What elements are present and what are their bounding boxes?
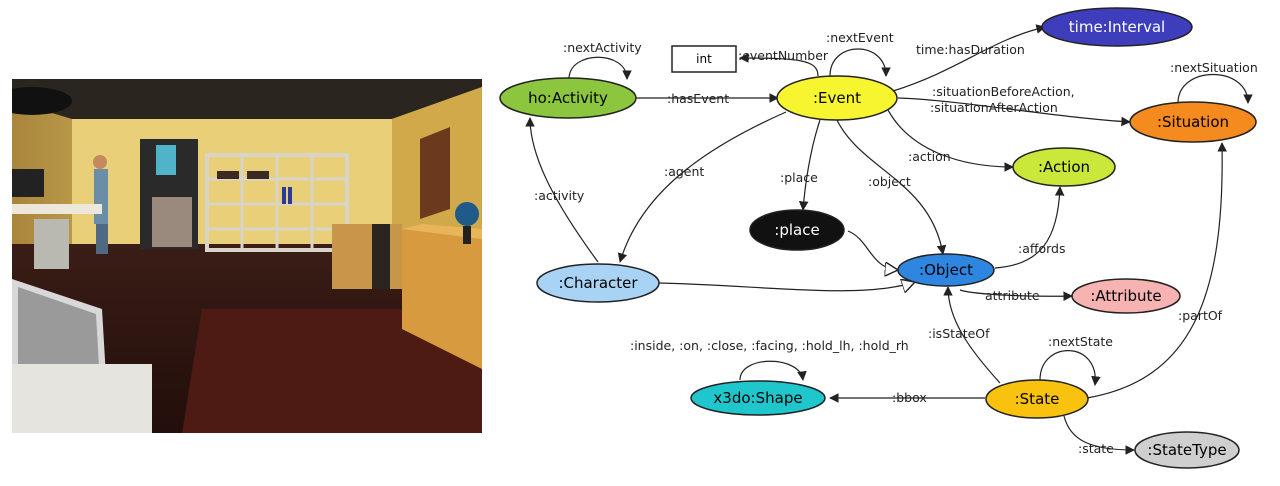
- label-has-duration: time:hasDuration: [916, 42, 1025, 57]
- node-attribute: :Attribute: [1071, 278, 1181, 314]
- edge-situation: [897, 97, 1131, 127]
- label-situation-after: :situationAfterAction: [930, 100, 1058, 115]
- edge-object: [835, 117, 947, 255]
- edge-next-event: [829, 48, 891, 77]
- edge-next-activity: [568, 56, 632, 80]
- svg-text::Character: :Character: [558, 274, 638, 292]
- label-action: :action: [908, 149, 951, 164]
- label-affords: :affords: [1018, 241, 1066, 256]
- label-next-situation: :nextSituation: [1170, 60, 1258, 75]
- edge-place-object: [847, 230, 898, 270]
- label-situation-before: :situationBeforeAction,: [932, 84, 1075, 99]
- svg-text::place: :place: [774, 221, 819, 239]
- svg-text:ho:Activity: ho:Activity: [528, 89, 608, 107]
- node-character: :Character: [536, 263, 660, 303]
- label-event-number: :eventNumber: [738, 48, 829, 63]
- edge-is-state-of: [943, 286, 1001, 384]
- node-place: :place: [749, 209, 845, 251]
- node-action: :Action: [1012, 147, 1116, 187]
- scene-render-image: [12, 79, 482, 433]
- node-state: :State: [985, 379, 1089, 419]
- svg-text:x3do:Shape: x3do:Shape: [713, 389, 802, 407]
- edge-attribute: [959, 289, 1073, 302]
- edge-spatial: [739, 360, 807, 381]
- node-event: :Event: [776, 75, 898, 121]
- svg-text::Object: :Object: [919, 261, 973, 279]
- label-attribute: attribute: [985, 288, 1040, 303]
- svg-text::Action: :Action: [1038, 158, 1090, 176]
- label-state: :state: [1078, 441, 1114, 456]
- edge-next-state: [1039, 350, 1101, 386]
- svg-text::Event: :Event: [813, 89, 861, 107]
- edge-activity: [525, 117, 599, 263]
- node-time-interval: time:Interval: [1041, 7, 1193, 47]
- node-int: int: [671, 45, 737, 73]
- label-spatial-relations: :inside, :on, :close, :facing, :hold_lh,…: [630, 338, 909, 353]
- label-activity: :activity: [534, 188, 585, 203]
- label-object: :object: [868, 174, 911, 189]
- label-next-activity: :nextActivity: [563, 40, 642, 55]
- node-state-type: :StateType: [1134, 431, 1240, 469]
- label-bbox: :bbox: [892, 390, 927, 405]
- edge-has-duration: [892, 24, 1046, 92]
- node-activity: ho:Activity: [499, 77, 637, 119]
- edge-place: [798, 119, 821, 211]
- svg-text::StateType: :StateType: [1147, 441, 1226, 459]
- label-agent: :agent: [664, 164, 704, 179]
- node-x3do-shape: x3do:Shape: [690, 380, 826, 416]
- edge-event-number: [739, 53, 819, 77]
- svg-text::State: :State: [1015, 390, 1060, 408]
- edge-character-object: [658, 282, 915, 291]
- edge-action: [887, 109, 1014, 172]
- label-part-of: :partOf: [1178, 308, 1223, 323]
- node-object: :Object: [897, 253, 995, 287]
- label-is-state-of: :isStateOf: [928, 326, 990, 341]
- svg-text::Situation: :Situation: [1157, 113, 1229, 131]
- svg-text:int: int: [696, 52, 712, 66]
- edge-agent: [617, 111, 787, 263]
- svg-text::Attribute: :Attribute: [1090, 287, 1161, 305]
- label-next-event: :nextEvent: [826, 30, 894, 45]
- edge-affords: [994, 186, 1065, 269]
- edge-part-of: [1086, 142, 1227, 399]
- node-situation: :Situation: [1129, 101, 1257, 143]
- label-place: :place: [780, 170, 818, 185]
- edge-state: [1063, 415, 1135, 455]
- label-next-state: :nextState: [1048, 334, 1113, 349]
- svg-text:time:Interval: time:Interval: [1069, 18, 1165, 36]
- label-has-event: :hasEvent: [667, 91, 729, 106]
- edge-next-situation: [1177, 74, 1253, 104]
